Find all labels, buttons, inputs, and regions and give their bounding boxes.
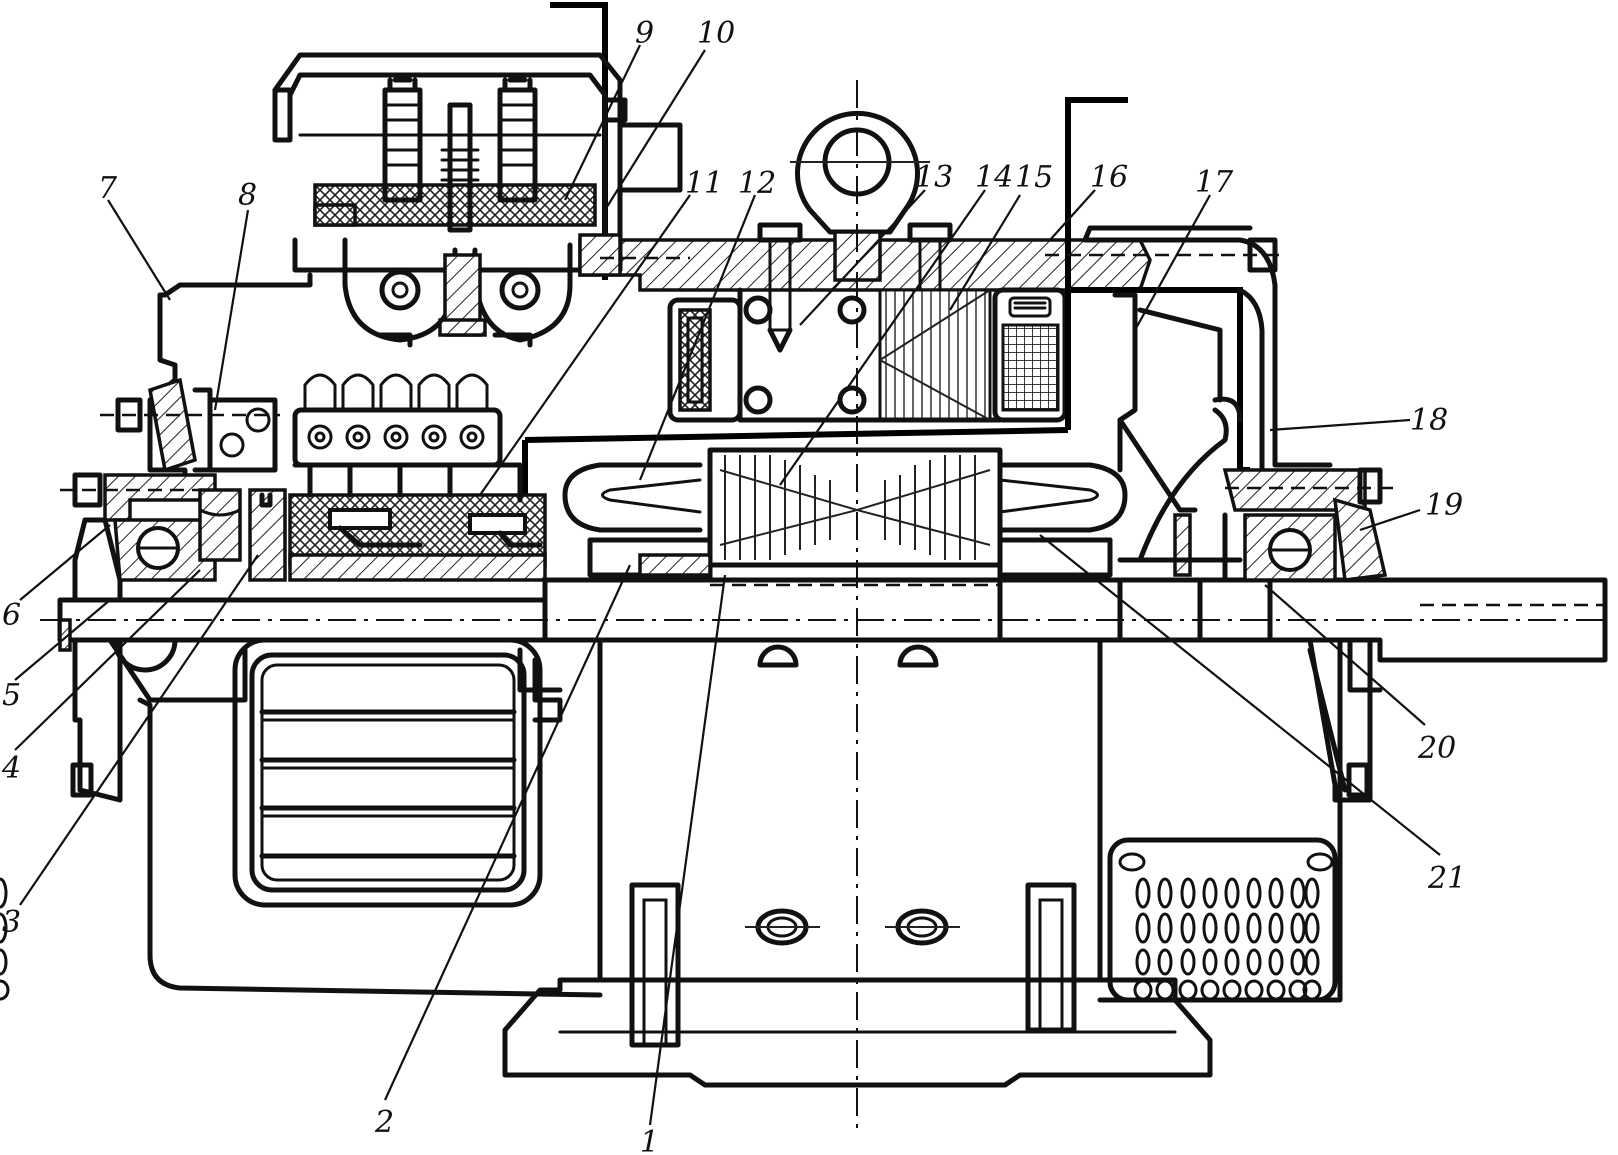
callout-21: 21 bbox=[1427, 861, 1466, 896]
callout-labels: 1 2 3 4 5 6 7 8 9 10 11 12 13 14 15 16 1… bbox=[1, 16, 1466, 1155]
armature-core bbox=[707, 447, 1003, 587]
vent-grille bbox=[0, 877, 1322, 1001]
callout-10: 10 bbox=[697, 16, 735, 51]
callout-17: 17 bbox=[1195, 165, 1234, 200]
left-end-cover bbox=[137, 637, 603, 998]
callout-7: 7 bbox=[98, 171, 118, 206]
commutator bbox=[288, 493, 547, 582]
callout-3: 3 bbox=[2, 905, 21, 940]
field-coil-left bbox=[667, 297, 743, 423]
callout-9: 9 bbox=[635, 16, 654, 51]
main-pole-core bbox=[737, 287, 1003, 423]
callout-13: 13 bbox=[915, 160, 953, 195]
bolts-lower bbox=[70, 762, 1370, 798]
terminal-box bbox=[272, 52, 690, 348]
brush-holder-bar bbox=[207, 373, 523, 503]
callout-18: 18 bbox=[1410, 403, 1448, 438]
callout-4: 4 bbox=[1, 751, 21, 786]
callout-1: 1 bbox=[640, 1125, 659, 1155]
left-bearing-shield-upper bbox=[58, 272, 313, 652]
terminal-studs bbox=[382, 77, 538, 233]
insulators bbox=[342, 237, 573, 348]
callout-15: 15 bbox=[1015, 160, 1053, 195]
right-end-cover bbox=[0, 637, 1383, 1003]
leader-lines bbox=[14, 44, 1441, 1126]
callout-19: 19 bbox=[1425, 488, 1463, 523]
fan bbox=[1112, 292, 1243, 577]
callout-8: 8 bbox=[238, 178, 257, 213]
callout-5: 5 bbox=[2, 678, 21, 713]
right-bearing-shield bbox=[1082, 237, 1400, 583]
callout-11: 11 bbox=[685, 166, 723, 201]
frame-body bbox=[597, 637, 1103, 1048]
interpole-cover-bracket bbox=[1045, 225, 1280, 273]
field-coil-right bbox=[992, 287, 1068, 423]
callout-14: 14 bbox=[975, 160, 1013, 195]
callout-2: 2 bbox=[374, 1105, 394, 1140]
bolts-left bbox=[60, 397, 280, 508]
callout-6: 6 bbox=[2, 598, 21, 633]
callout-16: 16 bbox=[1090, 160, 1128, 195]
armature-winding-ends bbox=[562, 462, 1128, 578]
shaft bbox=[40, 577, 1610, 663]
callout-20: 20 bbox=[1417, 731, 1456, 766]
callout-12: 12 bbox=[738, 166, 776, 201]
lifting-eye bbox=[790, 80, 930, 1130]
